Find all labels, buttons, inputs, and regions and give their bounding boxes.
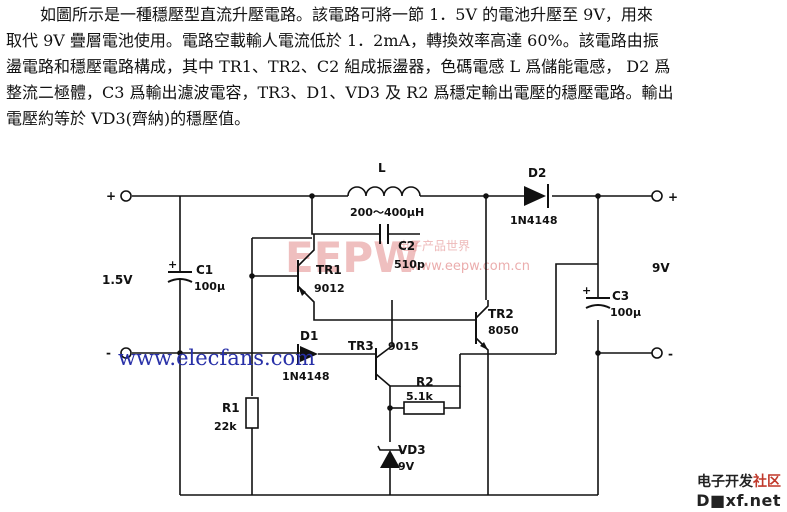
terminal-minus-in-label: - <box>106 346 111 360</box>
corner-logo-main: 电子开发 <box>697 474 753 490</box>
tr2-value: 8050 <box>488 324 519 337</box>
inductor-l <box>347 186 421 197</box>
corner-logo: 电子开发社区 D■xf.net <box>696 471 781 510</box>
terminal-plus-in-label: + <box>106 189 116 203</box>
article-line: 電壓約等於 VD3(齊納)的穩壓值。 <box>6 109 251 128</box>
diode-d2 <box>524 186 546 206</box>
article-line: 如圖所示是一種穩壓型直流升壓電路。該電路可將一節 1．5V 的電池升壓至 9V，… <box>40 5 653 24</box>
vd3-value: 9V <box>398 460 415 473</box>
r1-name: R1 <box>222 401 240 415</box>
terminal-minus-in <box>120 347 132 359</box>
d1-value: 1N4148 <box>282 370 329 383</box>
c2-value: 510p <box>394 258 425 271</box>
zener-vd3 <box>380 450 400 468</box>
terminal-minus-out <box>651 347 663 359</box>
c1-value: 100μ <box>194 280 225 293</box>
terminal-plus-out-label: + <box>668 190 678 204</box>
d1-name: D1 <box>300 329 318 343</box>
tr2-name: TR2 <box>488 307 514 321</box>
input-voltage: 1.5V <box>102 273 133 287</box>
circuit-diagram: EEPW 电子产品世界 www.eepw.com.cn + + L 200～40… <box>102 161 678 496</box>
article-line: 盪電路和穩壓電路構成，其中 TR1、TR2、C2 組成振盪器，色碼電感 L 爲儲… <box>6 57 671 76</box>
c3-name: C3 <box>612 289 629 303</box>
r1-value: 22k <box>214 420 237 433</box>
corner-logo-accent: 社区 <box>753 474 781 490</box>
c1-name: C1 <box>196 263 213 277</box>
d2-value: 1N4148 <box>510 214 557 227</box>
watermark-url: www.eepw.com.cn <box>410 259 530 274</box>
inductor-value: 200～400μH <box>350 206 424 219</box>
article-line: 整流二極體，C3 爲輸出濾波電容，TR3、D1、VD3 及 R2 爲穩定輸出電壓… <box>6 83 674 102</box>
tr1-name: TR1 <box>316 263 342 277</box>
c3-value: 100μ <box>610 306 641 319</box>
article-line: 取代 9V 疊層電池使用。電路空載輸人電流低於 1．2mA，轉換效率高達 60%… <box>6 31 659 50</box>
tr3-value: 9015 <box>388 340 419 353</box>
diode-d1 <box>300 346 318 362</box>
d2-name: D2 <box>528 166 546 180</box>
tr1-value: 9012 <box>314 282 345 295</box>
terminal-plus-out <box>651 190 663 202</box>
c1-plus: + <box>168 258 177 271</box>
inductor-name: L <box>378 161 386 175</box>
c3-plus: + <box>582 284 591 297</box>
resistor-r1 <box>245 397 259 429</box>
tr3-name: TR3 <box>348 339 374 353</box>
terminal-plus-in <box>120 190 132 202</box>
source-mark: www.elecfans.com <box>118 346 315 370</box>
watermark-tagline: 电子产品世界 <box>398 239 470 253</box>
c2-name: C2 <box>398 239 415 253</box>
r2-name: R2 <box>416 375 434 389</box>
corner-logo-url: D■xf.net <box>696 491 781 510</box>
vd3-name: VD3 <box>398 443 426 457</box>
resistor-r2 <box>403 401 445 415</box>
terminal-minus-out-label: - <box>668 347 673 361</box>
r2-value: 5.1k <box>406 390 433 403</box>
output-voltage: 9V <box>652 261 670 275</box>
